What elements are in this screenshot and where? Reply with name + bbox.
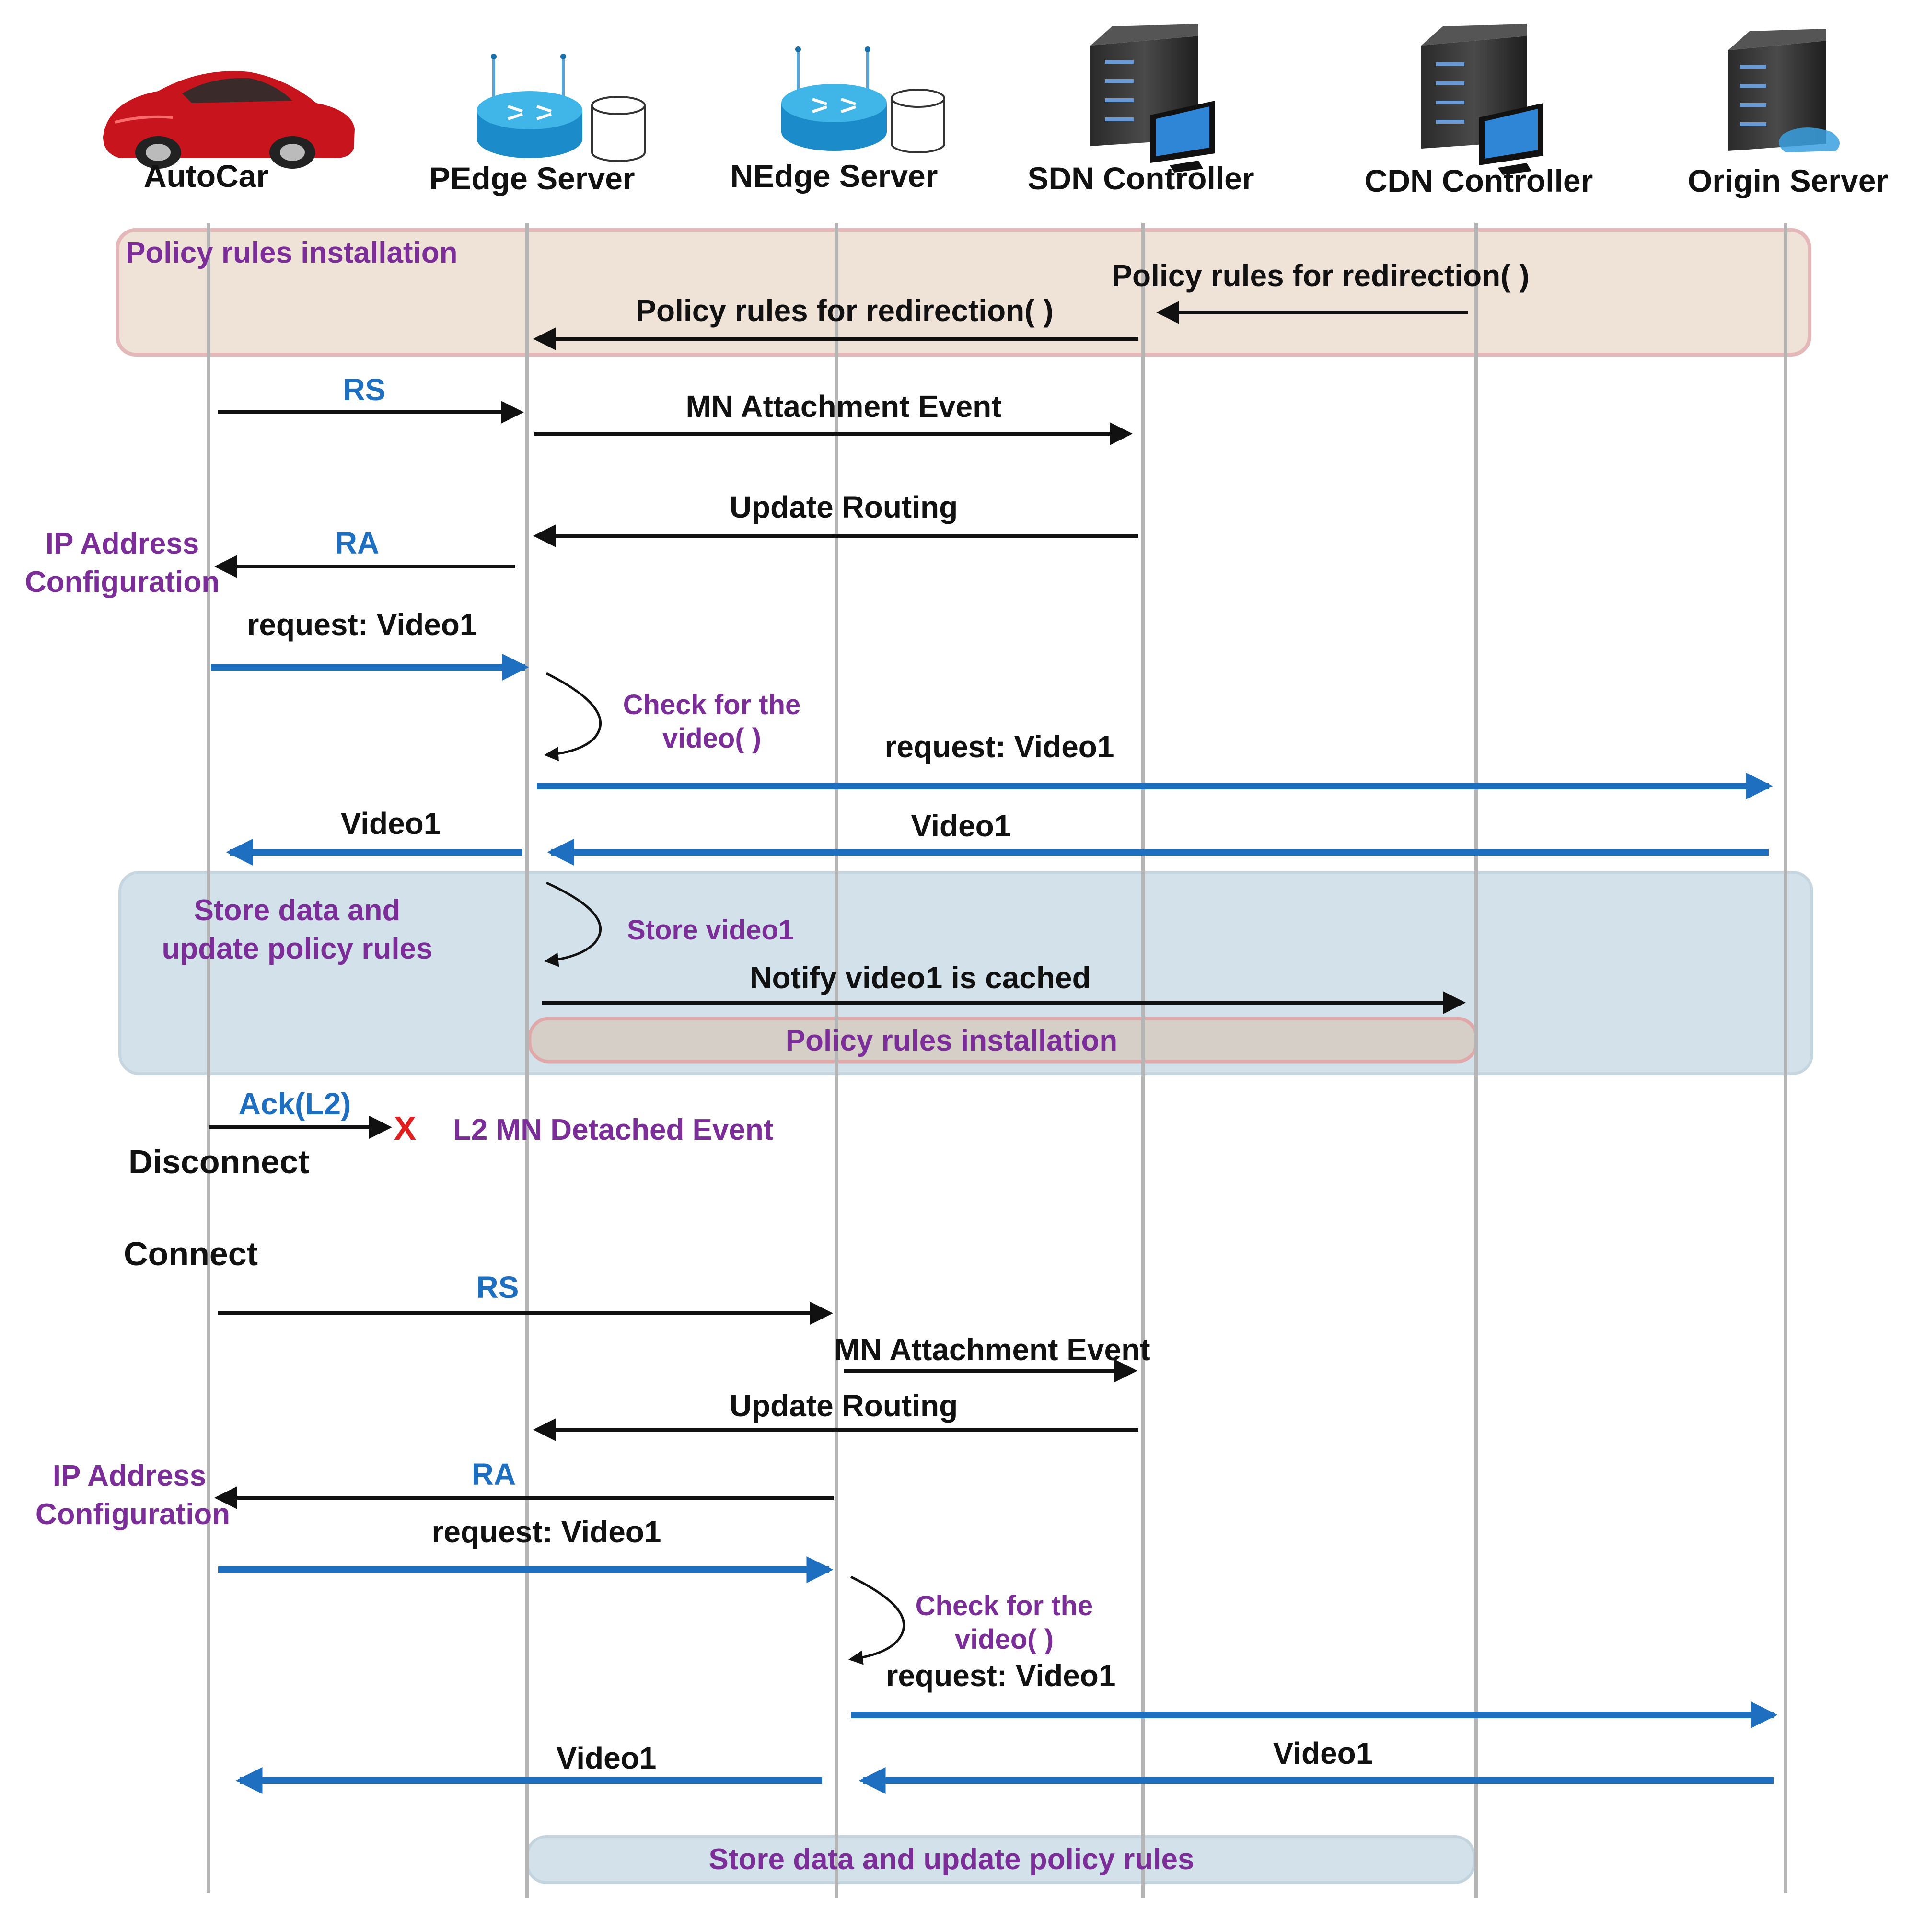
participant-pedge: PEdge Server <box>429 161 635 196</box>
update-routing-label-1: Update Routing <box>730 490 958 524</box>
rs-label-2: RS <box>476 1270 519 1305</box>
participant-cdn: CDN Controller <box>1365 163 1593 198</box>
request-label-4: request: Video1 <box>886 1658 1116 1693</box>
final-store-label: Store data and update policy rules <box>709 1843 1195 1876</box>
participant-sdn: SDN Controller <box>1027 161 1254 196</box>
detach-x-mark: X <box>394 1110 417 1147</box>
server-icon <box>1421 24 1543 175</box>
video-back-label-3: Video1 <box>557 1741 657 1775</box>
router-icon <box>781 46 945 153</box>
ra-label-1: RA <box>335 526 379 560</box>
ip-config-line1-1: IP Address <box>46 527 199 560</box>
policy-install-box <box>116 228 1811 357</box>
disconnect-label: Disconnect <box>128 1143 309 1180</box>
notify-cached-label: Notify video1 is cached <box>750 960 1090 995</box>
policy-msg-sdn-pedge-label: Policy rules for redirection( ) <box>636 293 1053 328</box>
check-video-line1-1: Check for the <box>623 689 801 720</box>
inner-policy-label: Policy rules installation <box>786 1024 1118 1057</box>
request-label-2: request: Video1 <box>885 729 1114 764</box>
participant-nedge: NEdge Server <box>731 158 938 194</box>
check-video-line1-2: Check for the <box>916 1590 1093 1621</box>
participant-autocar: AutoCar <box>144 158 268 194</box>
store-label-line1: Store data and <box>194 894 401 927</box>
video-back-label-1: Video1 <box>341 806 441 841</box>
detached-event-label: L2 MN Detached Event <box>453 1113 773 1146</box>
policy-msg-cdn-sdn-label: Policy rules for redirection( ) <box>1112 258 1529 293</box>
check-video-line2-2: video( ) <box>955 1624 1054 1655</box>
ra-label-2: RA <box>472 1457 516 1492</box>
store-video-loop <box>544 881 602 967</box>
video-back-label-2: Video1 <box>911 809 1011 843</box>
server-icon <box>1728 29 1840 152</box>
store-label-line2: update policy rules <box>162 932 432 965</box>
participant-origin: Origin Server <box>1688 163 1888 198</box>
ack-label: Ack(L2) <box>239 1087 351 1121</box>
server-icon <box>1090 24 1215 173</box>
mn-attach-label-2: MN Attachment Event <box>834 1332 1150 1367</box>
car-icon <box>103 71 355 169</box>
store-video-label: Store video1 <box>627 914 794 946</box>
policy-box-label: Policy rules installation <box>126 236 458 269</box>
request-label-3: request: Video1 <box>432 1515 661 1549</box>
ip-config-line2-2: Configuration <box>35 1498 230 1531</box>
check-video-loop-1 <box>544 672 602 762</box>
update-routing-label-2: Update Routing <box>730 1388 958 1423</box>
check-video-line2-1: video( ) <box>662 723 761 754</box>
ip-config-line2-1: Configuration <box>25 566 220 599</box>
request-label-1: request: Video1 <box>247 607 477 642</box>
video-back-label-4: Video1 <box>1273 1736 1373 1770</box>
rs-label-1: RS <box>343 372 386 407</box>
ip-config-line1-2: IP Address <box>53 1459 206 1492</box>
router-icon <box>477 54 646 162</box>
connect-label: Connect <box>124 1235 258 1273</box>
mn-attach-label-1: MN Attachment Event <box>685 389 1001 424</box>
check-video-loop-2 <box>848 1575 905 1665</box>
